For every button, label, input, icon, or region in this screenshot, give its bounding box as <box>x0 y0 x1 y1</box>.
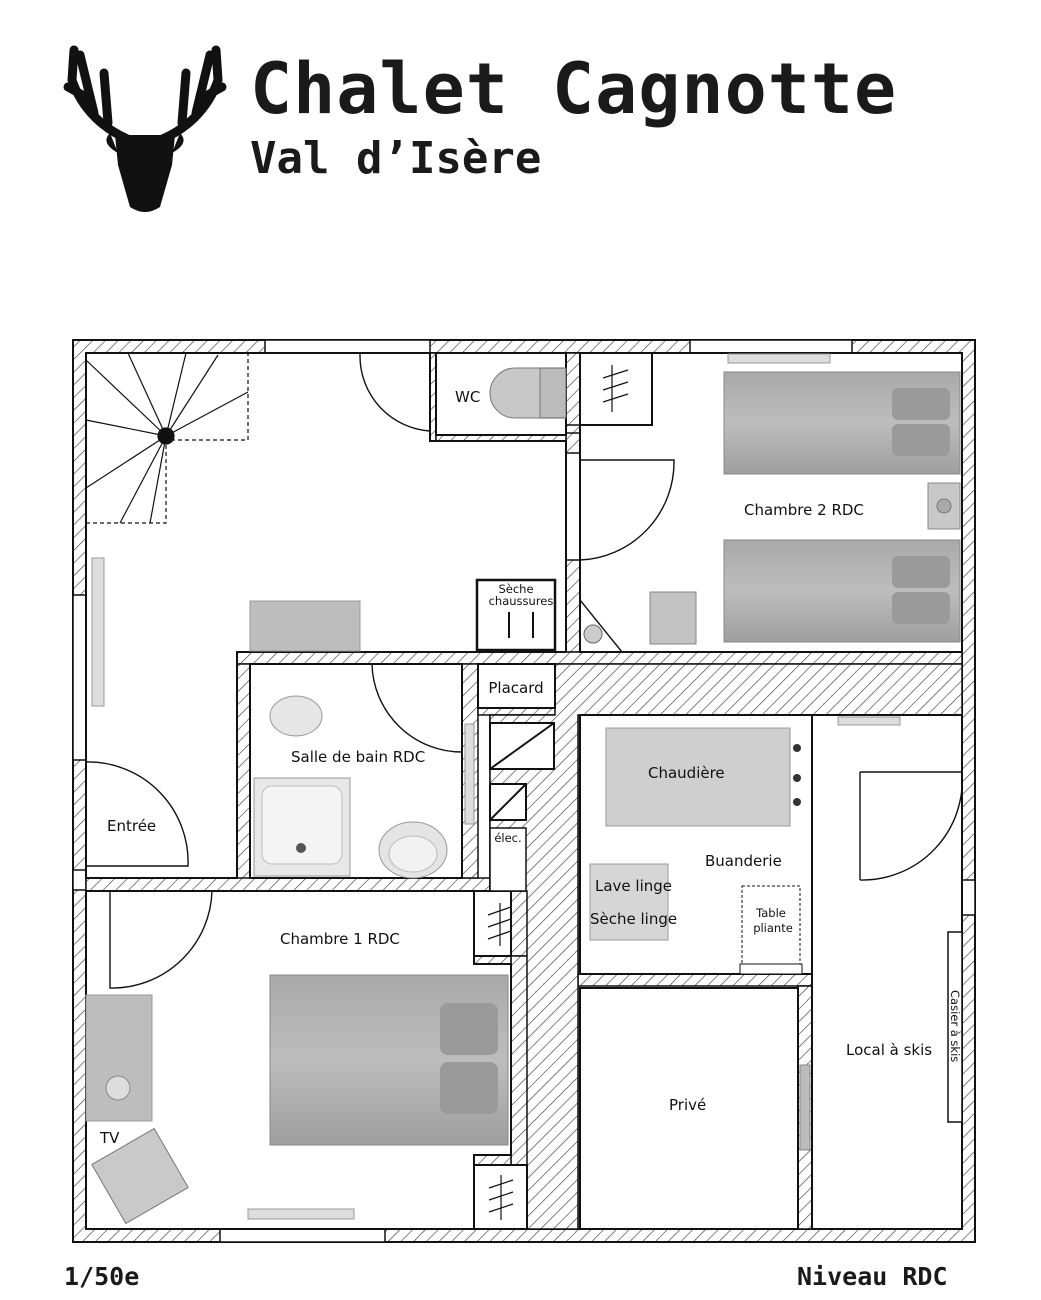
casier-skis <box>947 931 963 1123</box>
sliding-door <box>799 1064 811 1151</box>
chaudiere-unit <box>605 727 791 827</box>
prive-floor <box>579 987 799 1230</box>
label-placard: Placard <box>488 679 543 697</box>
label-seche-chaussures-2: chaussures <box>489 594 554 608</box>
label-entree: Entrée <box>107 817 156 835</box>
seche-chaussures <box>475 578 557 652</box>
label-wc: WC <box>455 388 480 406</box>
local-skis-floor <box>811 714 963 1230</box>
label-elec: élec. <box>494 831 521 845</box>
label-buanderie: Buanderie <box>705 852 782 870</box>
stair-spiral-icon <box>85 352 249 524</box>
sink-icon <box>378 821 448 879</box>
bidet-icon <box>269 695 323 737</box>
label-lave-linge: Lave linge <box>595 877 672 895</box>
elec-duct <box>489 827 527 892</box>
placard-floor <box>477 663 556 709</box>
label-local-skis: Local à skis <box>846 1041 932 1059</box>
location-subtitle: Val d’Isère <box>250 133 542 184</box>
label-chambre2: Chambre 2 RDC <box>744 501 864 519</box>
armchair-icon <box>91 1127 189 1225</box>
deer-head-logo-icon <box>63 45 227 212</box>
lave-linge <box>589 863 669 941</box>
label-chambre1: Chambre 1 RDC <box>280 930 400 948</box>
label-salle-de-bain: Salle de bain RDC <box>291 748 425 766</box>
closet-1-floor <box>473 890 512 957</box>
bathtub-icon <box>253 777 351 877</box>
label-table-pliante-1: Table <box>755 906 786 920</box>
bed-icon <box>269 371 961 1146</box>
radiator-icon <box>91 353 901 1220</box>
label-seche-linge: Sèche linge <box>590 910 677 928</box>
label-seche-chaussures-1: Sèche <box>498 582 533 596</box>
chair <box>649 591 697 645</box>
tv-cabinet <box>85 994 153 1122</box>
floor-drain <box>583 624 603 644</box>
doors <box>85 353 964 989</box>
label-table-pliante-2: pliante <box>753 921 793 935</box>
windows <box>72 339 976 1243</box>
label-chaudiere: Chaudière <box>648 764 725 782</box>
electrical-panel <box>489 722 555 821</box>
label-casier-skis: Casier à skis <box>948 990 962 1062</box>
wardrobe-icon <box>487 365 629 1220</box>
label-prive: Privé <box>669 1096 706 1114</box>
bench <box>249 600 361 652</box>
table-pliante <box>741 885 801 965</box>
level-label: Niveau RDC <box>797 1262 948 1291</box>
label-tv: TV <box>99 1129 120 1147</box>
chalet-title: Chalet Cagnotte <box>250 48 898 130</box>
scale-label: 1/50e <box>64 1262 140 1291</box>
closet-3-floor <box>579 352 653 426</box>
toilet-icon <box>489 367 567 419</box>
